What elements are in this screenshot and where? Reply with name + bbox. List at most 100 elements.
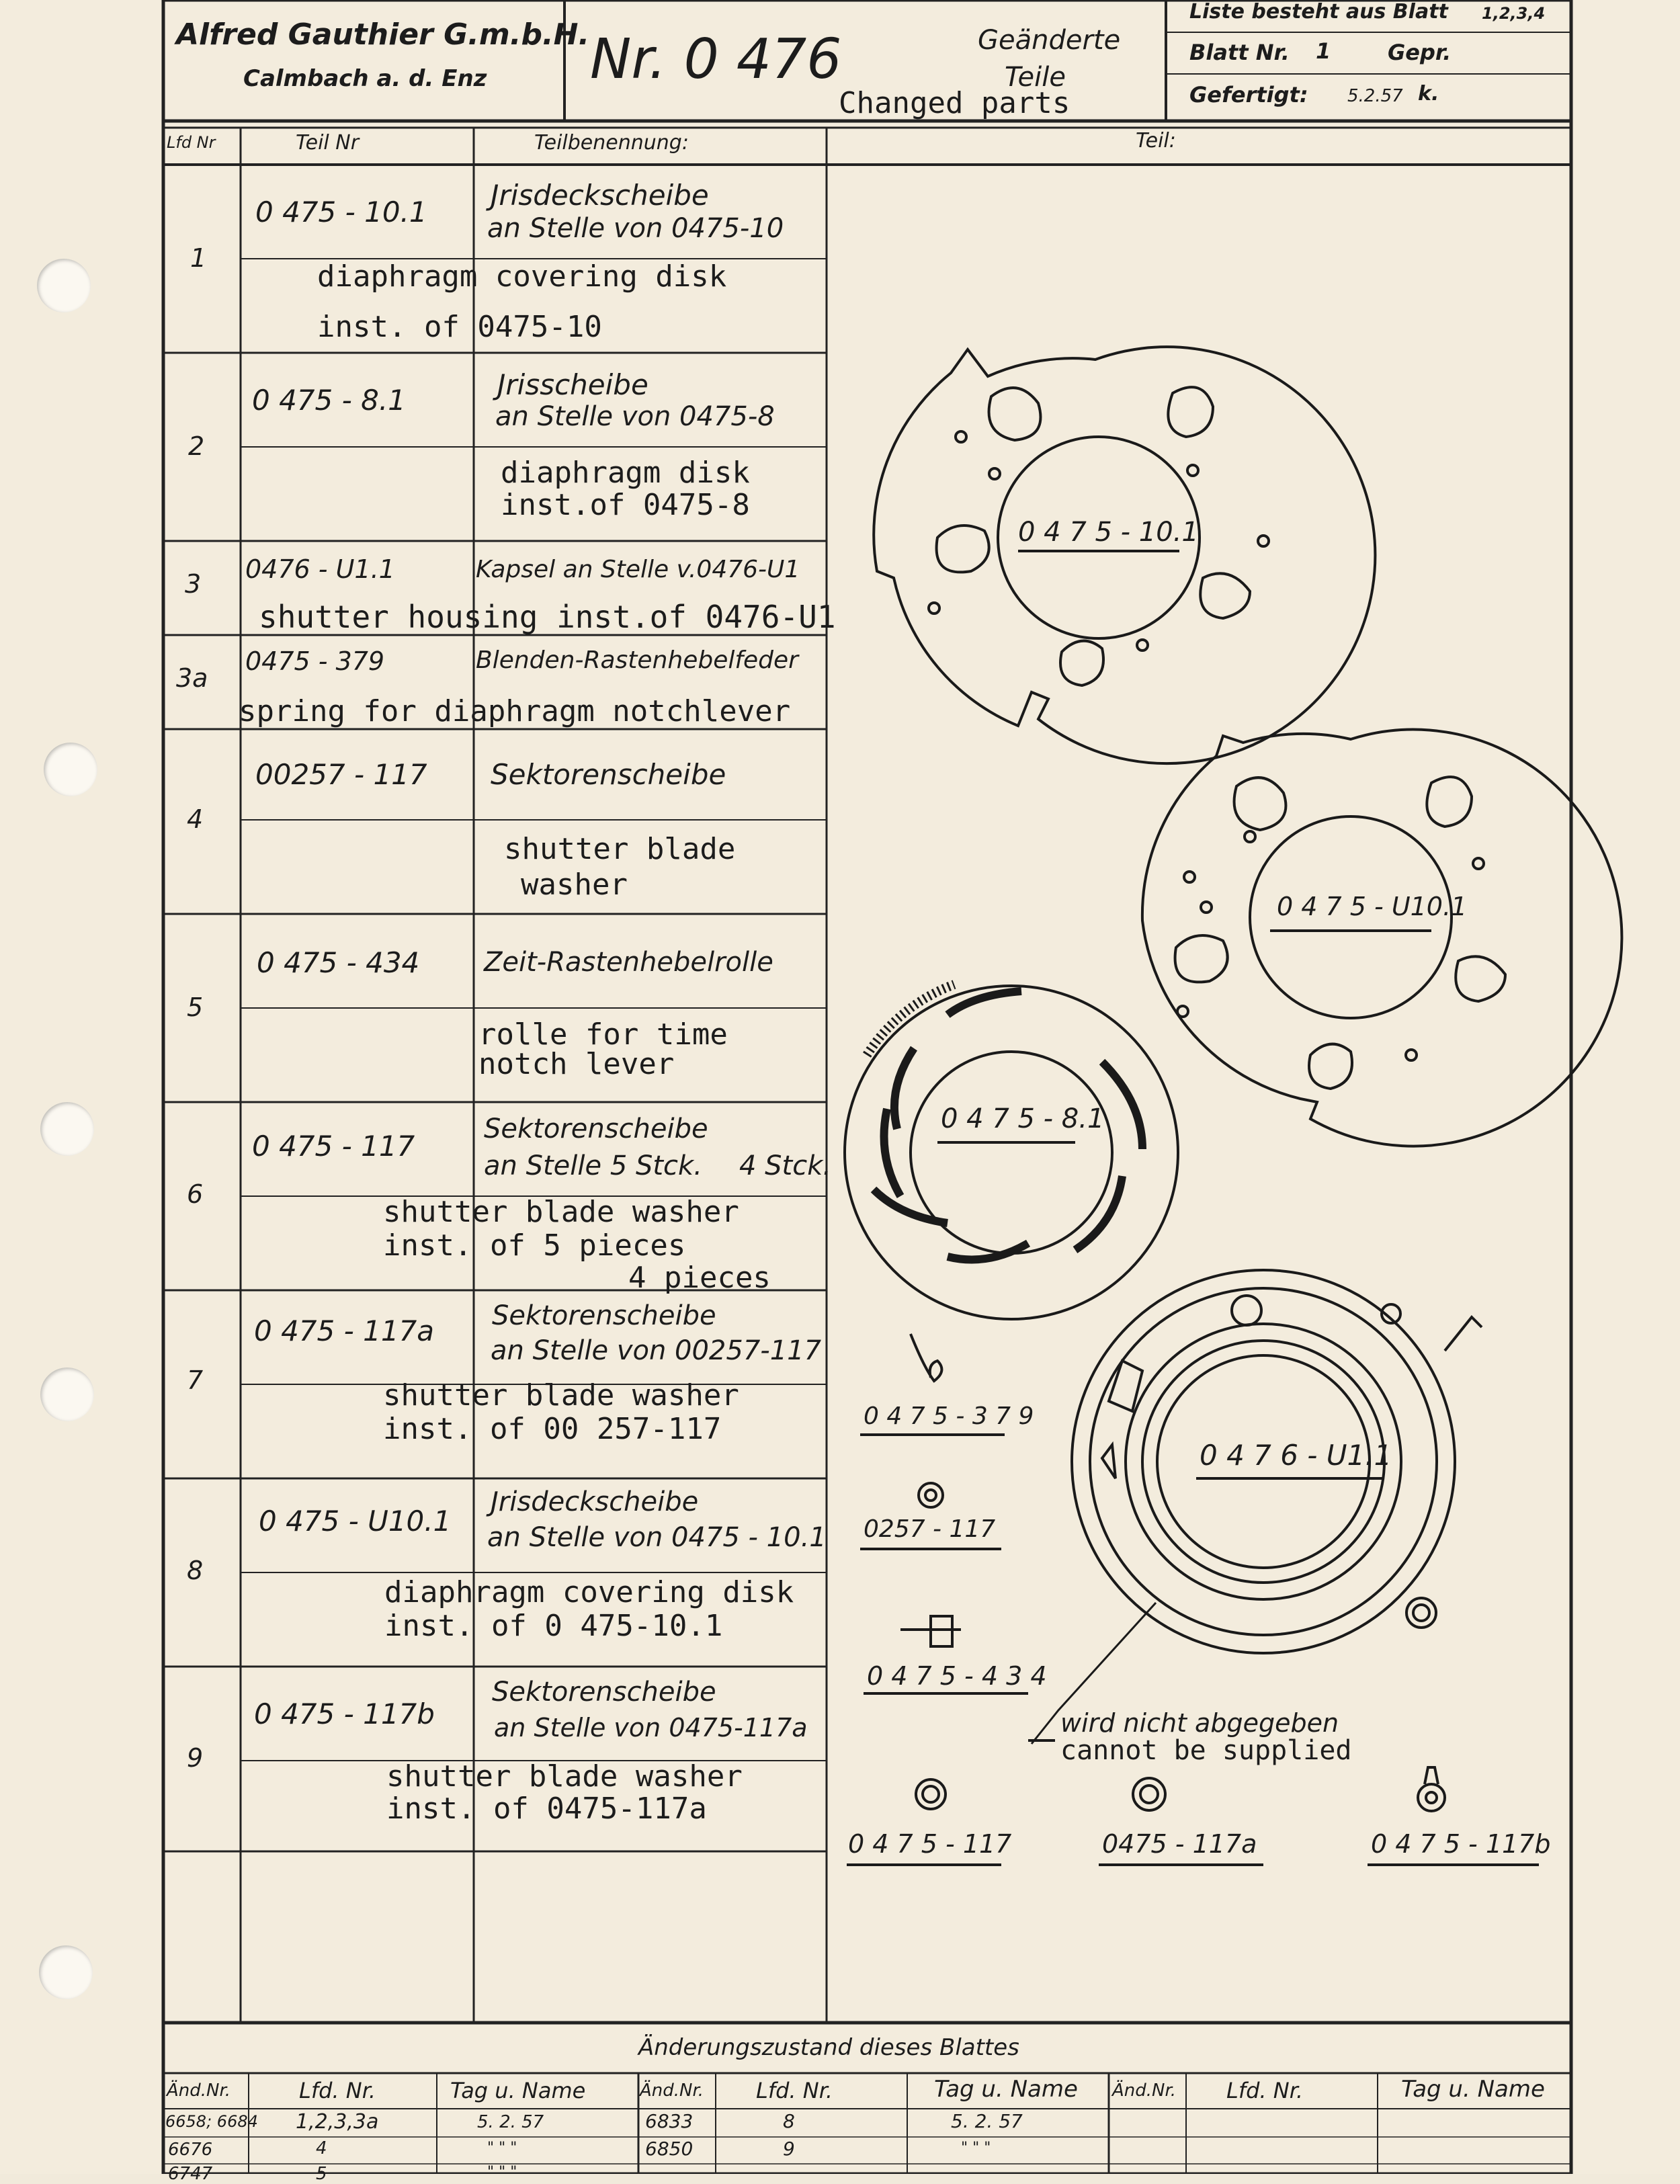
row-name: Jrisdeckscheibe bbox=[491, 1486, 699, 1517]
binder-hole bbox=[37, 259, 91, 312]
changed-parts-de-1: Geänderte bbox=[978, 25, 1121, 56]
part-drawing-small-parts bbox=[900, 1333, 1446, 1812]
row-name: Blenden-Rastenhebelfeder bbox=[476, 646, 798, 674]
drawing-label: 0257 - 117 bbox=[864, 1515, 996, 1543]
footer-cell: 6747 bbox=[168, 2164, 213, 2184]
note-not-supplied-de: wird nicht abgegeben bbox=[1060, 1708, 1339, 1738]
row-name: an Stelle von 0475-117a bbox=[494, 1713, 808, 1742]
row-part-no: 0 475 - 8.1 bbox=[252, 384, 406, 417]
sheet-value: 1 bbox=[1316, 38, 1331, 64]
row-name: Sektorenscheibe bbox=[492, 1677, 716, 1708]
row-lfd: 8 bbox=[187, 1556, 204, 1585]
footer-col-lfd: Lfd. Nr. bbox=[756, 2078, 833, 2103]
footer-col-tag: Tag u. Name bbox=[934, 2076, 1078, 2103]
list-label: Liste besteht aus Blatt bbox=[1189, 0, 1448, 24]
row-name: Sektorenscheibe bbox=[492, 1300, 716, 1331]
row-english: inst. of 5 pieces bbox=[383, 1228, 686, 1263]
row-part-no: 0 475 - 434 bbox=[257, 946, 420, 979]
row-english: inst.of 0475-8 bbox=[501, 488, 750, 522]
footer-col-lfd: Lfd. Nr. bbox=[1226, 2078, 1304, 2103]
row-name: Jrisdeckscheibe bbox=[491, 179, 709, 212]
row-lfd: 3 bbox=[185, 569, 202, 599]
footer-col-tag: Tag u. Name bbox=[1401, 2076, 1545, 2103]
part-drawing-0475-U10-1 bbox=[1140, 728, 1624, 1148]
checked-label: Gepr. bbox=[1388, 40, 1452, 65]
document-number: Nr. 0 476 bbox=[590, 28, 842, 91]
company-location: Calmbach a. d. Enz bbox=[243, 65, 487, 92]
binder-hole bbox=[39, 1945, 93, 1999]
row-english: shutter housing inst.of 0476-U1 bbox=[259, 599, 836, 635]
row-part-no: 00257 - 117 bbox=[255, 758, 427, 791]
column-part-name: Teilbenennung: bbox=[534, 131, 689, 155]
note-leader-line bbox=[1030, 1601, 1157, 1745]
row-lfd: 9 bbox=[187, 1743, 204, 1773]
row-name: Zeit-Rastenhebelrolle bbox=[484, 947, 773, 978]
footer-cell: 5. 2. 57 bbox=[951, 2110, 1023, 2132]
drawing-label: 0 4 7 5 - 4 3 4 bbox=[867, 1661, 1047, 1691]
binder-hole bbox=[44, 743, 97, 796]
list-value: 1,2,3,4 bbox=[1482, 4, 1546, 23]
drawing-label: 0 4 7 5 - 3 7 9 bbox=[864, 1402, 1034, 1430]
row-english: 4 pieces bbox=[628, 1261, 771, 1295]
footer-cell: " " " bbox=[961, 2140, 991, 2156]
column-part: Teil: bbox=[1136, 129, 1176, 153]
drawing-label: 0 4 7 5 - 117 bbox=[848, 1829, 1012, 1859]
row-lfd: 4 bbox=[187, 804, 204, 834]
row-part-no: 0 475 - 10.1 bbox=[255, 196, 427, 228]
row-english: spring for diaphragm notchlever bbox=[239, 694, 791, 728]
row-part-no: 0 475 - 117 bbox=[252, 1130, 415, 1163]
row-name: an Stelle von 0475-8 bbox=[495, 401, 775, 432]
drawing-label: 0 4 7 5 - U10.1 bbox=[1277, 892, 1468, 921]
column-lfd-nr: Lfd Nr bbox=[167, 133, 216, 152]
sheet-label: Blatt Nr. bbox=[1189, 40, 1290, 65]
drawing-label: 0 4 7 5 - 117b bbox=[1371, 1829, 1551, 1859]
row-name: Sektorenscheibe bbox=[484, 1114, 708, 1144]
row-english: shutter blade washer bbox=[383, 1195, 739, 1229]
column-part-no: Teil Nr bbox=[296, 131, 360, 155]
row-name: an Stelle 5 Stck. bbox=[484, 1150, 702, 1181]
company-name: Alfred Gauthier G.m.b.H. bbox=[176, 17, 590, 52]
row-part-no: 0476 - U1.1 bbox=[245, 554, 395, 584]
row-english: washer bbox=[521, 868, 628, 902]
footer-cell: 4 bbox=[316, 2138, 327, 2158]
row-lfd: 5 bbox=[187, 993, 204, 1022]
row-english: diaphragm covering disk bbox=[317, 259, 727, 294]
row-name: Jrisscheibe bbox=[497, 368, 648, 401]
row-english: diaphragm disk bbox=[501, 456, 750, 490]
drawing-label: 0 4 7 6 - U1.1 bbox=[1200, 1439, 1392, 1472]
footer-cell: " " " bbox=[487, 2164, 517, 2181]
row-part-no: 0475 - 379 bbox=[245, 646, 385, 676]
footer-col-and: Änd.Nr. bbox=[167, 2081, 231, 2101]
row-english: notch lever bbox=[478, 1047, 675, 1081]
changed-parts-en: Changed parts bbox=[839, 86, 1070, 120]
footer-cell: 8 bbox=[783, 2110, 795, 2132]
footer-cell: 5 bbox=[316, 2164, 327, 2184]
footer-col-lfd: Lfd. Nr. bbox=[299, 2078, 376, 2103]
drawing-label: 0 4 7 5 - 10.1 bbox=[1018, 517, 1199, 548]
row-english: shutter blade washer bbox=[386, 1759, 743, 1794]
footer-cell: 6658; 6684 bbox=[165, 2112, 258, 2131]
footer-col-and: Änd.Nr. bbox=[640, 2081, 704, 2101]
row-name: an Stelle von 0475 - 10.1 bbox=[487, 1522, 827, 1553]
footer-cell: 9 bbox=[783, 2138, 795, 2160]
row-lfd: 7 bbox=[187, 1366, 204, 1395]
part-drawing-0475-10-1 bbox=[872, 345, 1377, 765]
footer-col-tag: Tag u. Name bbox=[450, 2078, 586, 2103]
row-lfd: 1 bbox=[190, 243, 207, 273]
row-part-no: 0 475 - U10.1 bbox=[259, 1505, 452, 1538]
footer-cell: 6833 bbox=[645, 2110, 694, 2132]
footer-cell: 1,2,3,3a bbox=[296, 2110, 379, 2134]
made-date: 5.2.57 bbox=[1347, 86, 1403, 106]
changed-parts-de-2: Teile bbox=[1005, 62, 1066, 93]
row-english: diaphragm covering disk bbox=[384, 1575, 794, 1609]
row-lfd: 3a bbox=[176, 663, 208, 693]
row-english: rolle for time bbox=[478, 1017, 728, 1052]
row-english: inst. of 0475-117a bbox=[386, 1792, 707, 1826]
part-drawing-0476-U1-1 bbox=[1070, 1269, 1483, 1654]
row-lfd: 2 bbox=[188, 431, 205, 461]
drawing-label: 0 4 7 5 - 8.1 bbox=[941, 1103, 1105, 1134]
row-name: an Stelle von 00257-117 bbox=[491, 1335, 822, 1366]
binder-hole bbox=[40, 1368, 94, 1421]
row-name: Sektorenscheibe bbox=[491, 758, 726, 791]
